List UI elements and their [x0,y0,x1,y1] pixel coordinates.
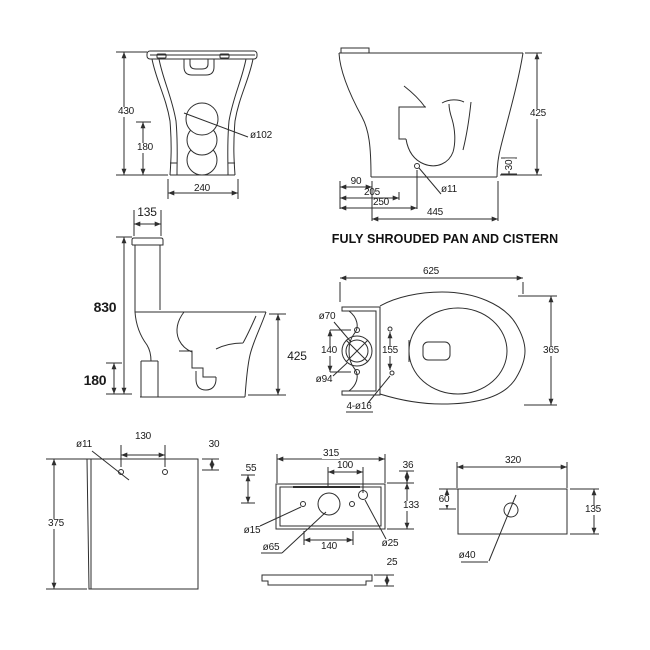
dim-cistern-side-height: 135 [583,504,603,515]
dim-pan-side-fixing-hole: ø11 [441,184,457,195]
drawing-title: FULY SHROUDED PAN AND CISTERN [331,231,559,246]
pan-front-view [116,50,258,199]
dim-pan-side-90: 90 [350,176,362,187]
dim-cistern-top-hole-medium: ø25 [381,538,399,549]
dim-cistern-side-hole: ø40 [458,550,476,561]
dim-cistern-front-height: 375 [46,518,66,529]
dim-cistern-side-width: 320 [503,455,523,466]
dim-cistern-top-depth: 133 [401,500,421,511]
dim-pan-top-inner-circle: ø70 [318,311,336,322]
dim-pan-side-offset: 30 [504,158,515,172]
dim-pan-top-width: 365 [541,345,561,356]
dim-cistern-top-hole-small: ø15 [243,525,261,536]
dim-wc-cistern-width: 135 [137,205,157,219]
dim-pan-top-outer-circle: ø94 [315,374,333,385]
dim-pan-side-205: 205 [363,187,381,198]
dim-pan-front-outlet: ø102 [250,130,272,141]
dim-pan-top-hinge-spacing: 155 [380,345,400,356]
dim-pan-top-length: 625 [422,266,440,277]
dim-pan-top-fixing-holes: 4-ø16 [346,401,372,412]
dim-cistern-top-left-offset: 55 [245,463,257,474]
dim-pan-front-inner-height: 180 [135,142,155,153]
dim-pan-side-250: 250 [372,197,390,208]
dim-wc-total-height: 830 [93,299,117,315]
dim-cistern-top-width: 315 [321,448,341,459]
dim-cistern-front-hole-spacing: 130 [134,431,152,442]
cistern-front-view [46,445,219,590]
dim-pan-side-depth: 445 [426,207,444,218]
dim-cistern-side-top-offset: 60 [437,494,451,505]
dim-cistern-top-right-offset: 36 [402,460,414,471]
dim-cistern-top-hole-large: ø65 [262,542,280,553]
dim-pan-side-height: 425 [528,108,548,119]
dim-cistern-front-hole: ø11 [76,439,92,450]
dim-cistern-top-hole-spacing: 140 [319,541,339,552]
dim-wc-pan-height: 425 [287,349,307,363]
pan-top-view [327,275,557,413]
cistern-top-view [241,454,414,587]
dim-pan-front-base-width: 240 [193,183,211,194]
dim-wc-outlet-height: 180 [83,372,107,388]
dim-cistern-top-lid-thickness: 25 [386,557,398,568]
dim-pan-top-bolt-spacing: 140 [319,345,339,356]
pan-side-view [338,47,542,222]
dim-cistern-front-hole-offset: 30 [208,439,220,450]
cistern-side-view [439,462,599,563]
wc-side-view [106,210,286,398]
dim-pan-front-height: 430 [116,106,136,117]
dim-cistern-top-inner-spacing: 100 [336,460,354,471]
